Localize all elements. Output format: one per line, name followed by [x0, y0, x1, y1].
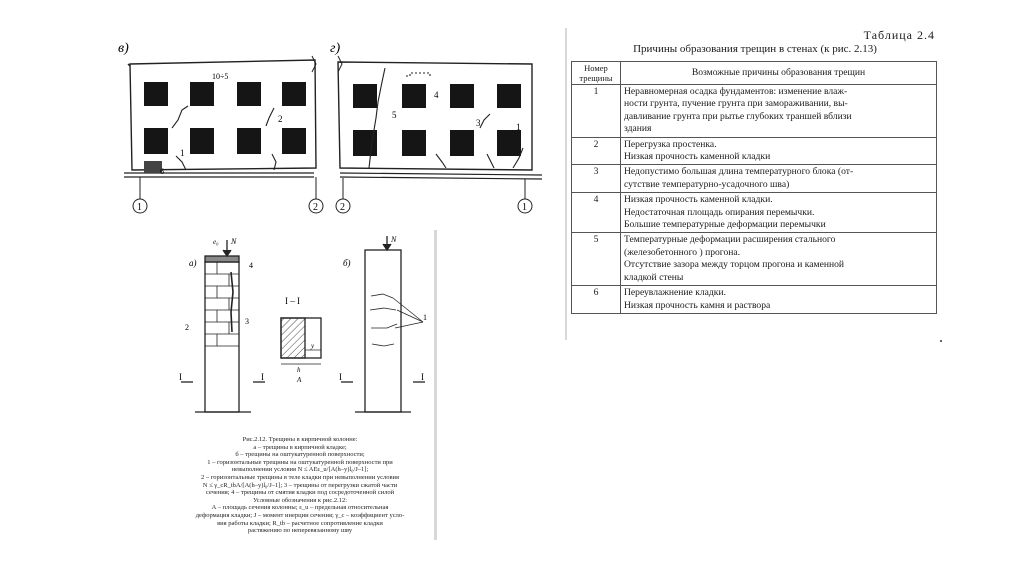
window-group-left: [144, 82, 306, 154]
caption-line: 2 – горизонтальные трещины в теле кладки…: [200, 473, 400, 481]
caption-line: Условные обозначения к рис.2.12:: [252, 496, 348, 504]
load-label-a: N: [230, 237, 237, 246]
eccentricity-label: e₀: [213, 238, 219, 246]
crack-label-left-1: 1: [180, 148, 185, 158]
wall-cracks-figure: в) г) 10÷5 1 2 6 1 3 4 5 1 2 2 1: [118, 41, 543, 214]
caption-line: Рис.2.12. Трещины в кирпичной колонне:: [242, 436, 358, 443]
row-causes: Переувлажнение кладки. Низкая прочность …: [620, 285, 937, 314]
crack-label-left-2: 2: [278, 114, 283, 124]
causes-table: Номер трещины Возможные причины образова…: [571, 61, 937, 314]
caption-line: А – площадь сечения колонны; ε_u – преде…: [211, 504, 389, 512]
cause-line: Перегрузка простенка.: [624, 138, 717, 150]
crack-label-left-6: 6: [160, 167, 164, 176]
header-number: Номер трещины: [571, 61, 621, 85]
table-header-row: Номер трещины Возможные причины образова…: [571, 61, 937, 85]
part-label-3: 3: [245, 317, 249, 326]
cause-line: давливание грунта при рытье глубоких тра…: [624, 110, 852, 122]
header-causes: Возможные причины образования трещин: [620, 61, 937, 85]
area-label: A: [296, 376, 302, 384]
table-scan-edge: [565, 28, 567, 340]
crack-label-right-5: 5: [392, 110, 397, 120]
section-mark-2: I: [261, 372, 264, 382]
section-label: I – I: [285, 296, 300, 306]
caption-line: деформация кладки; J – момент инерции се…: [195, 511, 405, 519]
axis-markers: 1 2 2 1: [132, 198, 533, 214]
cause-line: Переувлажнение кладки.: [624, 287, 726, 299]
row-causes: Низкая прочность каменной кладки. Недост…: [620, 192, 937, 234]
stray-dot: [940, 340, 942, 342]
part-label-4: 4: [249, 261, 253, 270]
scan-edge: [434, 230, 437, 540]
hatched-base: [144, 161, 162, 173]
row-number: 6: [571, 285, 621, 314]
caption-line: невыполнении условия N ≤ AEε_u/[A(h–y)l₀…: [231, 466, 369, 474]
section-mark-4: I: [421, 372, 424, 382]
table-row: 1 Неравномерная осадка фундаментов: изме…: [571, 84, 937, 138]
label-a: а): [189, 258, 197, 268]
section-mark-1: I: [179, 372, 182, 382]
crack-label-right-1: 1: [516, 122, 521, 132]
cause-line: Низкая прочность каменной кладки: [624, 151, 771, 163]
cause-line: Недостаточная площадь опирания перемычки…: [624, 206, 815, 218]
cause-line: здания: [624, 123, 652, 135]
axis-label-1b: 1: [522, 202, 527, 213]
cause-line: Неравномерная осадка фундаментов: измене…: [624, 86, 848, 97]
row-number: 4: [571, 192, 621, 234]
cause-line: сутствие температурно-усадочного шва): [624, 178, 790, 190]
axis-label-1a: 1: [137, 202, 142, 213]
table-number: Таблица 2.4: [863, 28, 935, 42]
axis-label-2b: 2: [340, 202, 345, 213]
row-number: 2: [571, 136, 621, 166]
table-row: 5 Температурные деформации расширения ст…: [571, 232, 937, 287]
window-group-right: [353, 84, 521, 156]
cause-line: Низкая прочность каменной кладки.: [624, 194, 773, 206]
crack-lines: [171, 67, 524, 171]
label-b: б): [343, 258, 351, 268]
part-label-1: 1: [423, 313, 427, 322]
label-g: г): [330, 41, 340, 56]
caption-line: сечения; 4 – трещины от смятия кладки по…: [205, 489, 395, 497]
row-causes: Перегрузка простенка. Низкая прочность к…: [620, 136, 937, 166]
table-row: 4 Низкая прочность каменной кладки. Недо…: [571, 192, 937, 234]
row-number: 5: [571, 232, 621, 287]
dim-y: y: [310, 342, 315, 350]
section-mark-3: I: [339, 372, 342, 382]
cause-line: Отсутствие зазора между торцом прогона и…: [624, 259, 845, 271]
cause-line: (железобетонного ) прогона.: [624, 246, 741, 258]
row-number: 3: [571, 164, 621, 194]
row-causes: Неравномерная осадка фундаментов: измене…: [620, 84, 937, 138]
caption-line: растяжению по неперевязанному шву: [247, 527, 353, 535]
brick-column-figure: а) б) N N e₀ I – I I I I I y h A 2 3 4 1: [179, 235, 427, 413]
label-v: в): [118, 41, 129, 56]
cause-line: Недопустимо большая длина температурного…: [624, 166, 854, 178]
table-row: 3 Недопустимо большая длина температурно…: [571, 164, 937, 194]
caption-line: 1 – горизонтальные трещины на оштукатуре…: [207, 458, 393, 466]
cause-line: ности грунта, пучение грунта при замораж…: [624, 98, 848, 110]
table-row: 6 Переувлажнение кладки. Низкая прочност…: [571, 285, 937, 314]
figure-caption: Рис.2.12. Трещины в кирпичной колонне: а…: [160, 436, 440, 540]
crack-label-right-4: 4: [434, 90, 439, 100]
part-label-2: 2: [185, 323, 189, 332]
row-causes: Недопустимо большая длина температурного…: [620, 164, 937, 194]
table-title: Причины образования трещин в стенах (к р…: [633, 43, 877, 55]
load-label-b: N: [390, 235, 397, 244]
cause-line: кладкой стены: [624, 271, 684, 283]
causes-table-panel: Таблица 2.4 Причины образования трещин в…: [567, 28, 943, 340]
row-number: 1: [571, 84, 621, 138]
caption-line: вия работы кладки; R_tb – расчетное сопр…: [217, 519, 383, 527]
cause-line: Низкая прочность камня и раствора: [624, 299, 771, 311]
crack-label-right-3: 3: [476, 118, 481, 128]
row-causes: Температурные деформации расширения стал…: [620, 232, 937, 287]
caption-line: N ≤ γ_cR_tbA/[A(h–y)l₀/J–1]; 3 – трещины…: [202, 481, 398, 489]
table-row: 2 Перегрузка простенка. Низкая прочность…: [571, 136, 937, 166]
dim-h: h: [297, 366, 301, 374]
cause-line: Температурные деформации расширения стал…: [624, 234, 836, 246]
caption-line: б – трещины на оштукатуренной поверхност…: [235, 451, 365, 459]
caption-line: а – трещины в кирпичной кладке;: [253, 443, 347, 451]
span-tag: 10÷5: [212, 72, 228, 81]
axis-label-2a: 2: [313, 202, 318, 213]
cause-line: Большие температурные деформации перемыч…: [624, 219, 826, 231]
